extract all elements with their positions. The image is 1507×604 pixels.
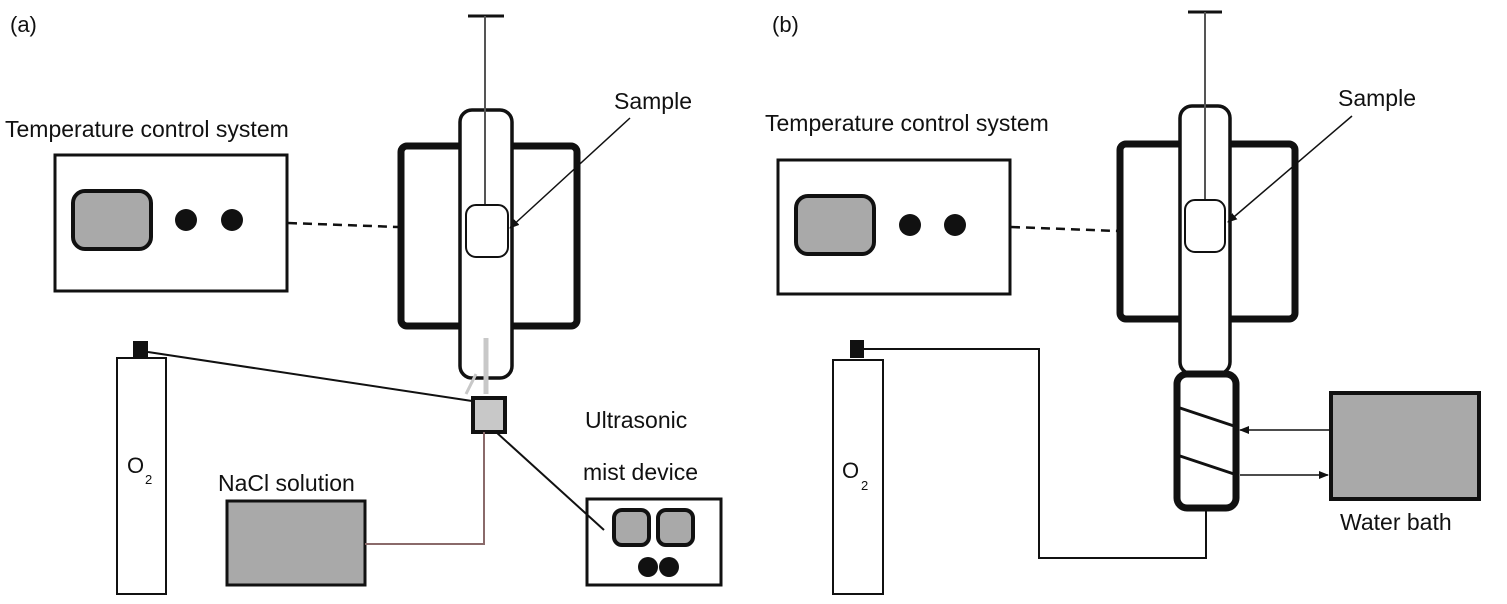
panel-b-o2-label: O (842, 458, 859, 483)
panel-b-sample (1184, 199, 1226, 253)
panel-b-sample-arrow (1227, 115, 1353, 223)
panel-b-o2-cylinder: O 2 (832, 340, 884, 595)
panel-a: (a) Temperature control system Sample (5, 12, 723, 595)
panel-a-o2-label: O (127, 453, 144, 478)
panel-b-water-bath (1329, 391, 1481, 501)
panel-a-o2-subscript: 2 (145, 472, 152, 487)
panel-b-controller-knob-1 (899, 214, 921, 236)
panel-a-mixer (471, 396, 507, 434)
panel-a-nacl-line (365, 432, 485, 545)
panel-b-dashed-connector (1010, 225, 1119, 233)
panel-b-o2-subscript: 2 (861, 478, 868, 493)
panel-b-controller-display (794, 194, 876, 256)
panel-a-ultrasonic-label-1: Ultrasonic (585, 407, 687, 433)
panel-a-ultrasonic-device (585, 497, 723, 587)
panel-a-mist-line (495, 431, 605, 531)
panel-b: (b) Temperature control system Sample Wa… (765, 10, 1481, 595)
panel-b-controller-knob-2 (944, 214, 966, 236)
panel-b-o2-line (864, 348, 1207, 559)
panel-a-sample-arrow (509, 117, 631, 229)
panel-b-label: (b) (772, 12, 799, 37)
panel-a-dashed-connector (287, 221, 399, 229)
panel-b-sample-label: Sample (1338, 85, 1416, 111)
panel-b-water-bath-label: Water bath (1340, 509, 1452, 535)
panel-a-controller-knob-2 (221, 209, 243, 231)
panel-a-nacl-container (225, 499, 367, 587)
panel-a-o2-line (147, 351, 473, 402)
panel-a-nacl-label: NaCl solution (218, 470, 355, 496)
panel-a-sample-label: Sample (614, 88, 692, 114)
panel-a-controller-knob-1 (175, 209, 197, 231)
panel-a-o2-cylinder: O 2 (116, 341, 167, 595)
panel-b-o2-valve (850, 340, 864, 358)
panel-a-label: (a) (10, 12, 37, 37)
panel-a-temperature-label: Temperature control system (5, 116, 289, 142)
panel-a-ultrasonic-label-2: mist device (583, 459, 698, 485)
panel-a-inlet-branch (464, 373, 478, 395)
panel-b-temperature-label: Temperature control system (765, 110, 1049, 136)
panel-b-humidifier (1173, 370, 1240, 512)
panel-b-temperature-controller (776, 158, 1012, 296)
panel-a-temperature-controller (53, 153, 289, 293)
panel-a-controller-display (71, 189, 153, 251)
panel-a-o2-valve (133, 341, 148, 357)
panel-a-sample (465, 204, 509, 258)
